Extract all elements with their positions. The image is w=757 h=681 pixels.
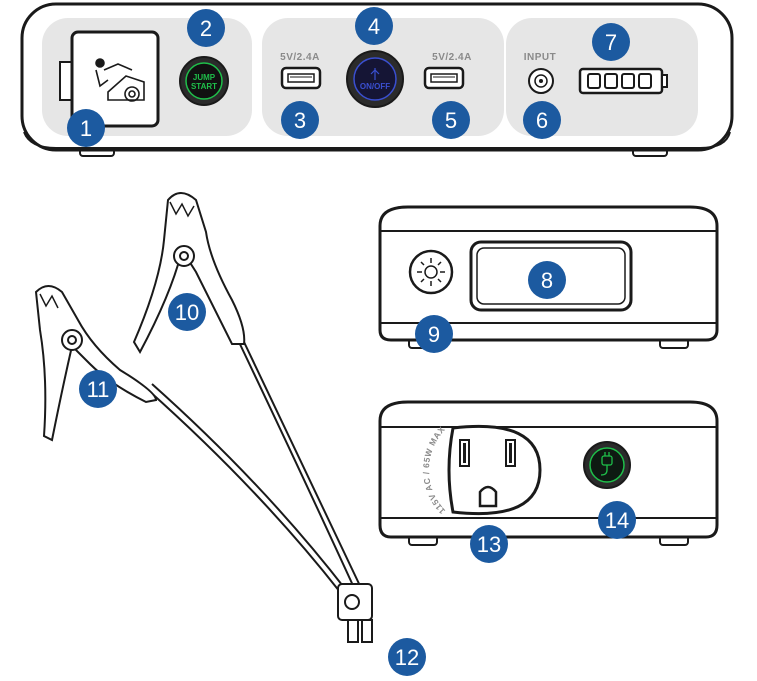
power-button[interactable]: ON/OFF: [346, 50, 404, 108]
callout-number: 7: [605, 30, 617, 55]
callout-1: 1: [67, 109, 105, 147]
jump-start-button[interactable]: JUMP START: [179, 56, 229, 106]
battery-indicator: [578, 67, 668, 95]
ac-power-button[interactable]: [583, 441, 631, 489]
callout-number: 3: [294, 108, 306, 133]
clamp-red[interactable]: [132, 192, 246, 355]
usb-right-rating: 5V/2.4A: [432, 52, 472, 63]
callout-circle: [415, 315, 453, 353]
callout-5: 5: [432, 101, 470, 139]
callout-3: 3: [281, 101, 319, 139]
callout-number: 5: [445, 108, 457, 133]
callout-number: 10: [175, 300, 199, 325]
callout-number: 9: [428, 322, 440, 347]
callout-circle: [528, 261, 566, 299]
callout-number: 4: [368, 14, 380, 39]
jump-label-line1: JUMP: [193, 73, 216, 82]
side-view-ac-outlet: 115V AC / 65W MAX: [378, 400, 719, 546]
jumper-clamps: [34, 192, 373, 643]
callout-7: 7: [592, 23, 630, 61]
usb-port-left[interactable]: [280, 66, 322, 90]
callout-circle: [470, 525, 508, 563]
callout-number: 13: [477, 532, 501, 557]
callout-11: 11: [79, 370, 117, 408]
callout-circle: [168, 293, 206, 331]
callout-number: 11: [87, 377, 110, 402]
callout-14: 14: [598, 501, 636, 539]
callout-10: 10: [168, 293, 206, 331]
usb-left-rating: 5V/2.4A: [280, 52, 320, 63]
callout-number: 12: [395, 645, 419, 670]
callout-circle: [187, 9, 225, 47]
callout-circle: [355, 7, 393, 45]
input-port[interactable]: [528, 68, 554, 94]
callout-12: 12: [388, 638, 426, 676]
callout-circle: [598, 501, 636, 539]
callout-circle: [523, 101, 561, 139]
usb-port-right[interactable]: [423, 66, 465, 90]
power-label: ON/OFF: [360, 82, 390, 91]
callout-circle: [281, 101, 319, 139]
clamp-black[interactable]: [34, 285, 158, 442]
callout-number: 6: [536, 108, 548, 133]
jump-label-line2: START: [191, 82, 217, 91]
callout-4: 4: [355, 7, 393, 45]
callout-number: 2: [200, 16, 212, 41]
callout-8: 8: [528, 261, 566, 299]
ac-outlet[interactable]: [447, 424, 542, 516]
callout-6: 6: [523, 101, 561, 139]
callout-13: 13: [470, 525, 508, 563]
clamp-connector[interactable]: [337, 583, 373, 643]
input-label: INPUT: [524, 52, 557, 63]
callout-9: 9: [415, 315, 453, 353]
plug-icon: [600, 452, 613, 476]
callout-circle: [592, 23, 630, 61]
clamp-port-cover[interactable]: [70, 30, 160, 128]
callout-number: 8: [541, 268, 553, 293]
callout-circle: [432, 101, 470, 139]
callout-2: 2: [187, 9, 225, 47]
usb-icon: [370, 68, 380, 80]
callout-circle: [79, 370, 117, 408]
callout-number: 14: [605, 508, 629, 533]
car-jump-icon: [95, 58, 145, 102]
callout-circle: [67, 109, 105, 147]
sun-light-icon: [417, 258, 445, 286]
flashlight-button[interactable]: [408, 249, 454, 295]
callout-number: 1: [80, 116, 92, 141]
callout-circle: [388, 638, 426, 676]
